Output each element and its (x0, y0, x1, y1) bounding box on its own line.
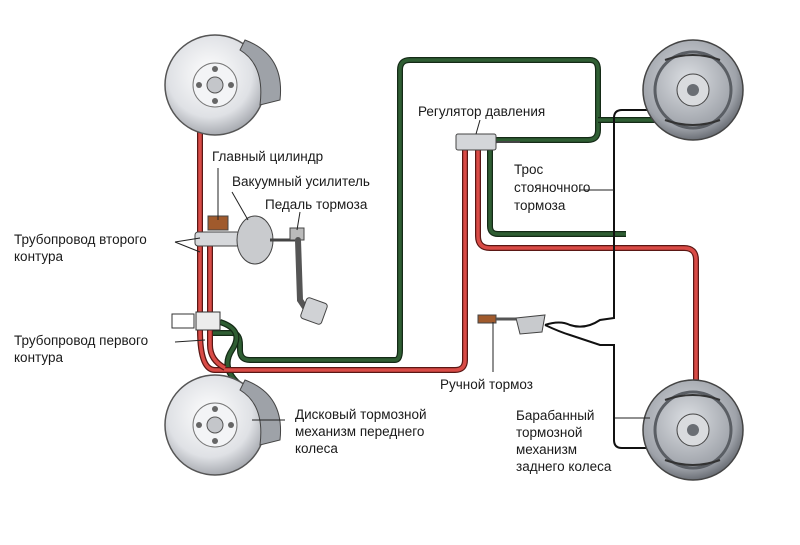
hand-brake-lever (477, 314, 546, 335)
leader-lines (174, 119, 650, 421)
labels: Главный цилиндр Вакуумный усилитель Педа… (14, 104, 612, 474)
label-drum-mechanism-line-2: тормозной (516, 425, 582, 440)
label-drum-mechanism-line-3: механизм (516, 442, 577, 457)
parking-brake-cables (544, 109, 648, 449)
circuit-1-red-line (197, 125, 699, 385)
label-second-circuit-line-2: контура (14, 249, 63, 264)
label-brake-pedal: Педаль тормоза (265, 197, 368, 212)
label-disc-mechanism-line-1: Дисковый тормозной (295, 407, 427, 422)
label-parking-cable-line-3: тормоза (514, 198, 566, 213)
rear-left-drum-brake (642, 39, 744, 141)
rear-right-drum-brake (642, 379, 744, 481)
pressure-regulator (455, 133, 520, 151)
label-second-circuit-line-1: Трубопровод второго (14, 232, 147, 247)
label-first-circuit-line-2: контура (14, 350, 63, 365)
label-disc-mechanism-line-2: механизм переднего (295, 424, 424, 439)
front-right-disc-brake (164, 374, 282, 476)
label-disc-mechanism-line-3: колеса (295, 441, 338, 456)
label-first-circuit-line-1: Трубопровод первого (14, 333, 148, 348)
label-drum-mechanism-line-4: заднего колеса (516, 459, 612, 474)
label-parking-cable-line-2: стояночного (514, 180, 590, 195)
label-hand-brake: Ручной тормоз (440, 377, 533, 392)
label-parking-cable-line-1: Трос (514, 162, 544, 177)
brake-pedal (289, 227, 328, 325)
label-drum-mechanism-line-1: Барабанный (516, 408, 594, 423)
brake-fluid-tee (171, 311, 221, 331)
label-master-cylinder: Главный цилиндр (212, 149, 323, 164)
label-vacuum-booster: Вакуумный усилитель (232, 174, 370, 189)
front-left-disc-brake (164, 34, 282, 136)
label-pressure-regulator: Регулятор давления (418, 104, 545, 119)
